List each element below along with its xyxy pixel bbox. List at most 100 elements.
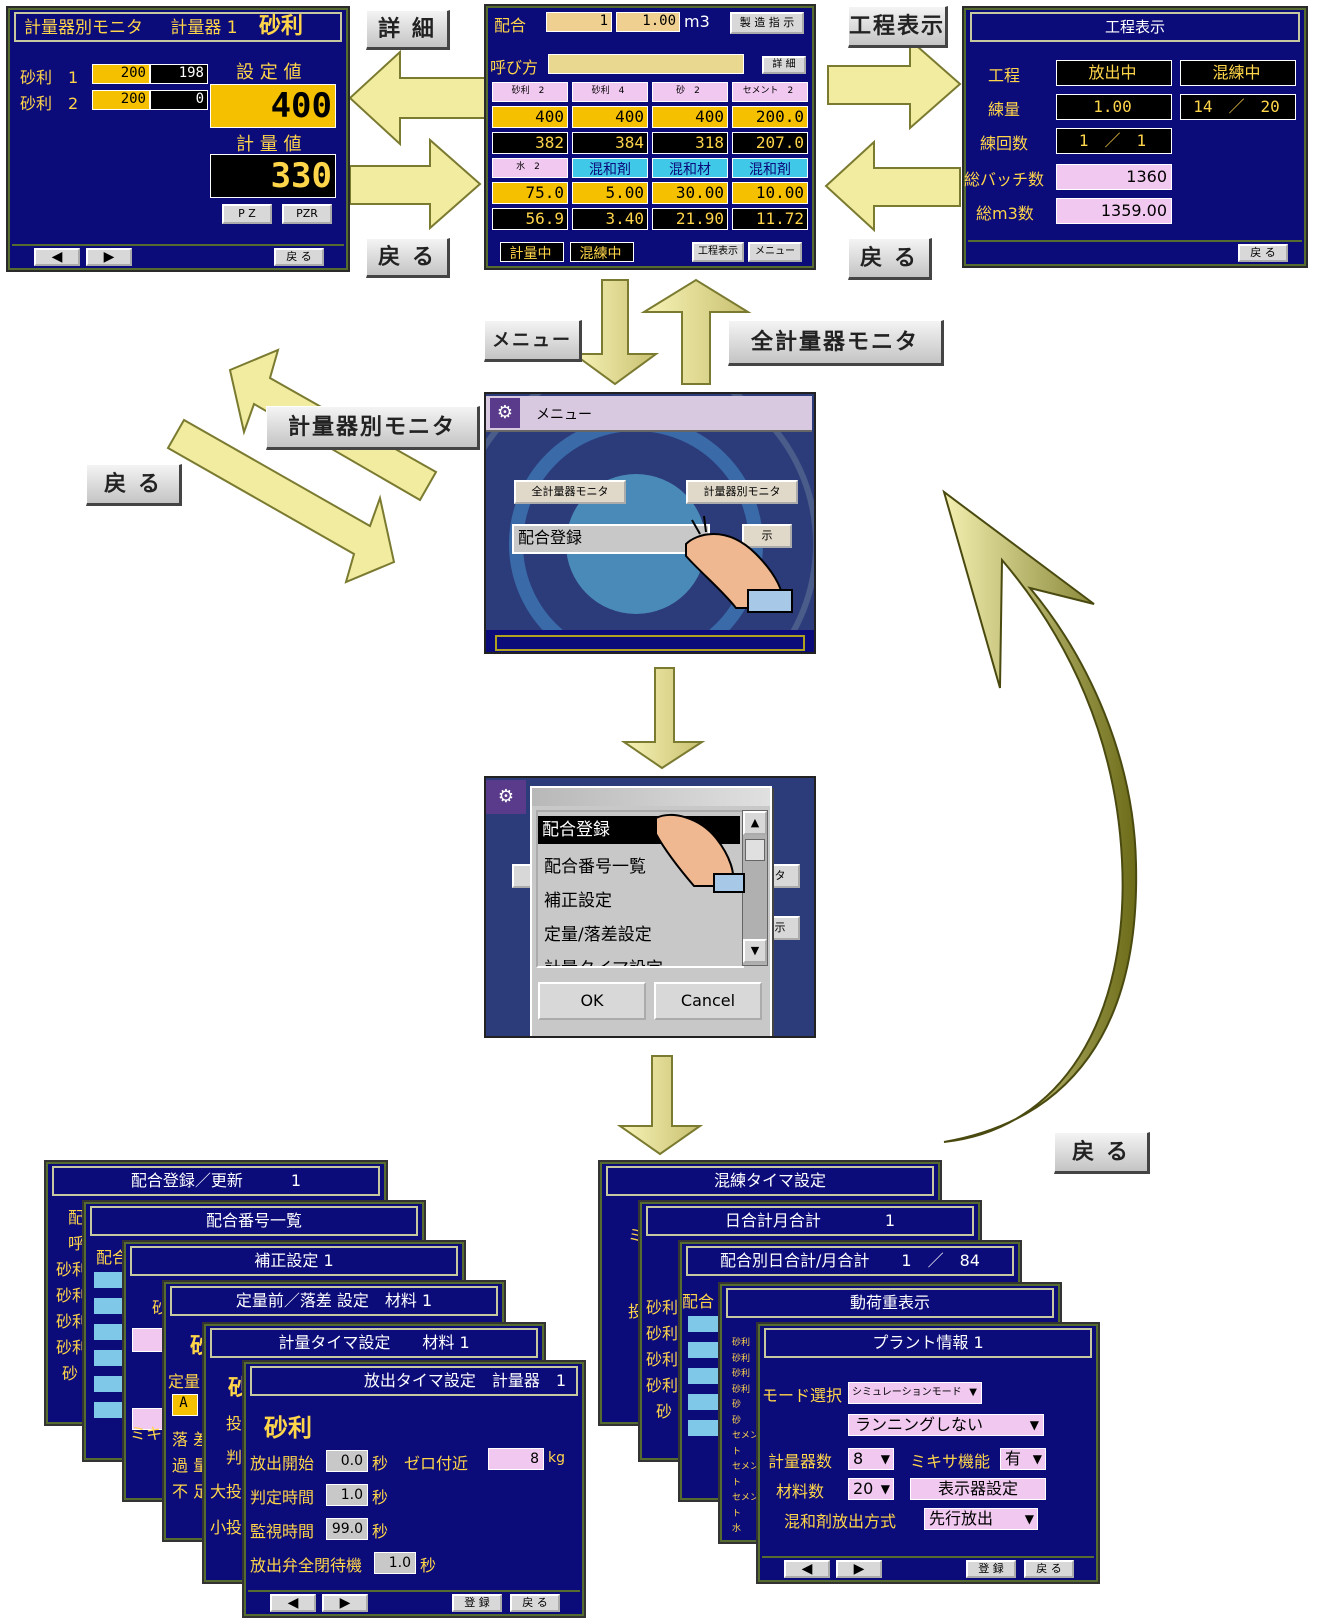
cur-3: 318 xyxy=(652,132,728,154)
scroll-up-button[interactable]: ▲ xyxy=(743,811,767,835)
scrollbar[interactable]: ▲ ▼ xyxy=(742,810,768,966)
set-3[interactable]: 400 xyxy=(652,106,728,128)
chevron-down-icon: ▼ xyxy=(1024,1512,1034,1526)
next-button[interactable]: ▶ xyxy=(322,1594,368,1612)
set2-2[interactable]: 5.00 xyxy=(572,182,648,204)
mixer-label: ミキサ機能 xyxy=(910,1452,991,1471)
list-item[interactable]: 配合番号一覧 xyxy=(544,857,646,877)
all-monitor-button[interactable]: 全計量器モニタ xyxy=(514,480,626,504)
pzr-button[interactable]: PZR xyxy=(282,204,332,224)
material-title: 砂利 xyxy=(264,1414,312,1442)
near-zero-field[interactable]: 8 xyxy=(488,1448,544,1470)
cur2-3: 21.90 xyxy=(652,208,728,230)
mix-number[interactable]: 1 xyxy=(546,12,612,32)
judge-field[interactable]: 1.0 xyxy=(326,1484,368,1506)
cur-4: 207.0 xyxy=(732,132,808,154)
peek-text: 配合 xyxy=(682,1292,715,1311)
stack-right-3-title: 配合別日合計/月合計 1 ／ 84 xyxy=(686,1246,1014,1276)
peek-text: 配合 xyxy=(96,1248,129,1267)
scroll-down-button[interactable]: ▼ xyxy=(743,939,767,963)
meters-select[interactable]: 8 ▼ xyxy=(848,1448,894,1470)
set2-4[interactable]: 10.00 xyxy=(732,182,808,204)
prev-button[interactable]: ◀ xyxy=(270,1594,316,1612)
measured-label: 計 量 値 xyxy=(236,134,302,155)
plant-info-navbar: ◀ ▶ 登 録 戻 る xyxy=(762,1556,1094,1578)
header-3: 砂 2 xyxy=(652,82,728,102)
stack-left-5-title: 計量タイマ設定 材料 1 xyxy=(210,1328,538,1358)
process-display-button[interactable]: 工程表示 xyxy=(692,242,744,262)
list-item[interactable]: 定量/落差設定 xyxy=(544,925,652,945)
arrow-left-icon: ◀ xyxy=(801,1561,813,1577)
arrow-right-icon: ▶ xyxy=(103,249,115,265)
materials-select[interactable]: 20 ▼ xyxy=(848,1478,894,1500)
cur2-4: 11.72 xyxy=(732,208,808,230)
measured-value: 330 xyxy=(210,154,336,198)
arrow-down-stacks xyxy=(616,1055,704,1156)
process-back-button[interactable]: 戻 る xyxy=(1238,244,1288,262)
display-settings-button[interactable]: 表示器設定 xyxy=(910,1478,1046,1500)
cell xyxy=(688,1420,718,1436)
cell xyxy=(94,1376,122,1392)
register-button[interactable]: 登 録 xyxy=(966,1560,1016,1578)
stack-left-2-title: 配合番号一覧 xyxy=(90,1206,418,1236)
plant-info-title: プラント情報 1 xyxy=(764,1328,1092,1358)
arrow-diag-down-right xyxy=(166,418,396,584)
each-monitor-button[interactable]: 計量器別モニタ xyxy=(686,480,798,504)
back-button[interactable]: 戻 る xyxy=(1024,1560,1074,1578)
valve-field[interactable]: 1.0 xyxy=(374,1552,416,1574)
prev-button[interactable]: ◀ xyxy=(784,1560,830,1578)
scroll-thumb[interactable] xyxy=(745,839,765,861)
row2-set[interactable]: 200 xyxy=(92,90,150,110)
mixer-select[interactable]: 有 ▼ xyxy=(1000,1448,1046,1470)
volume-value[interactable]: 1.00 xyxy=(616,12,680,32)
discharge-start-field[interactable]: 0.0 xyxy=(326,1450,368,1472)
set-2[interactable]: 400 xyxy=(572,106,648,128)
header2-3: 混和材 xyxy=(652,158,728,178)
peek-text: セメント xyxy=(732,1493,759,1519)
list-item[interactable]: 計量タイマ設定 xyxy=(544,954,663,966)
back-button[interactable]: 戻 る xyxy=(274,248,324,266)
pz-button[interactable]: P Z xyxy=(222,204,272,224)
detail-button[interactable]: 詳 細 xyxy=(762,56,806,74)
setpoint-value[interactable]: 400 xyxy=(210,84,336,128)
menu-button[interactable]: メニュー xyxy=(748,242,802,262)
arrow-right-icon: ▶ xyxy=(339,1595,351,1611)
register-button[interactable]: 登 録 xyxy=(452,1594,502,1612)
monitor-field[interactable]: 99.0 xyxy=(326,1518,368,1540)
peek-text: 過 量 xyxy=(172,1456,210,1475)
row1-set[interactable]: 200 xyxy=(92,64,150,84)
partial-button[interactable]: 示 xyxy=(742,524,792,548)
call-field[interactable] xyxy=(548,54,744,74)
prev-button[interactable]: ◀ xyxy=(34,248,80,266)
next-button[interactable]: ▶ xyxy=(836,1560,882,1578)
state-mixing: 混練中 xyxy=(1180,60,1296,86)
admix-select[interactable]: 先行放出 ▼ xyxy=(924,1508,1038,1530)
ok-button[interactable]: OK xyxy=(538,982,646,1020)
set2-3[interactable]: 30.00 xyxy=(652,182,728,204)
set-4[interactable]: 200.0 xyxy=(732,106,808,128)
admix-label: 混和剤放出方式 xyxy=(784,1512,897,1531)
back-button[interactable]: 戻 る xyxy=(510,1594,560,1612)
peek-text: 大投 xyxy=(210,1482,243,1501)
list-item[interactable]: 補正設定 xyxy=(544,891,612,911)
mode-select[interactable]: シミュレーションモード ▼ xyxy=(848,1382,982,1404)
menu-label: メニュー xyxy=(484,320,582,362)
back-label-curve: 戻 る xyxy=(1054,1132,1150,1174)
running-select[interactable]: ランニングしない ▼ xyxy=(848,1414,1044,1436)
mix-register-dropdown[interactable]: 配合登録 xyxy=(512,524,710,554)
peek-text: 砂 xyxy=(62,1364,79,1383)
order-button[interactable]: 製 造 指 示 xyxy=(730,12,804,34)
list-box[interactable]: 配合登録 配合番号一覧 補正設定 定量/落差設定 計量タイマ設定 xyxy=(536,810,744,968)
mix-count-value: 1 ／ 1 xyxy=(1056,128,1172,154)
mix-amount-label: 練量 xyxy=(988,100,1021,119)
near-zero-label: ゼロ付近 xyxy=(404,1454,469,1473)
sec-label: 秒 xyxy=(372,1454,389,1473)
arrow-left-back xyxy=(824,139,961,233)
set2-1[interactable]: 75.0 xyxy=(492,182,568,204)
peek-text: 砂利 xyxy=(56,1286,89,1305)
peek-text: 砂利 xyxy=(646,1298,679,1317)
next-button[interactable]: ▶ xyxy=(86,248,132,266)
peek-text: 砂利 xyxy=(732,1384,751,1395)
set-1[interactable]: 400 xyxy=(492,106,568,128)
cancel-button[interactable]: Cancel xyxy=(654,982,762,1020)
